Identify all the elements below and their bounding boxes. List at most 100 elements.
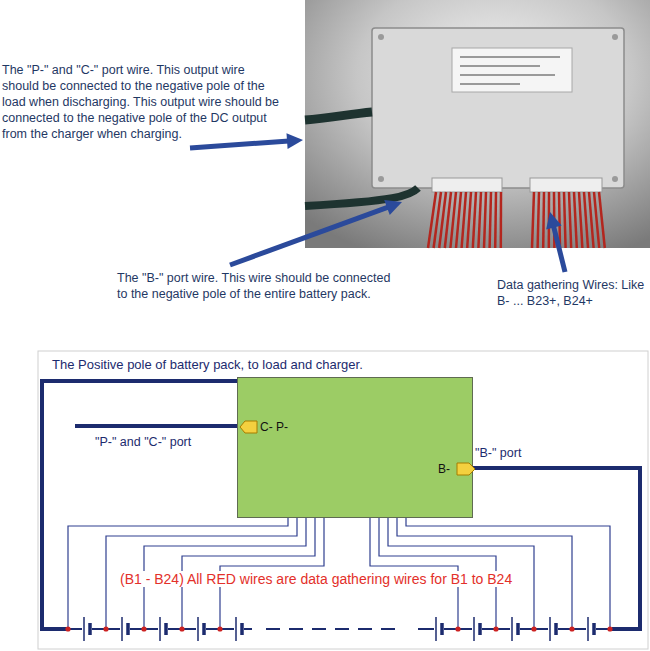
cell-gap (120, 616, 130, 642)
callout-arrow (190, 141, 289, 148)
port-connector (240, 421, 257, 433)
battery-cell-plate (88, 623, 92, 635)
cell-gap (586, 616, 596, 642)
callout-note: Data gathering Wires: Like B- ... B23+, … (497, 277, 647, 309)
battery-cell-plate (121, 617, 123, 641)
red-wire (473, 192, 476, 248)
red-wire (462, 192, 466, 248)
red-wire (569, 192, 571, 248)
junction-dot (531, 626, 536, 631)
screw (378, 34, 384, 40)
junction-dot (607, 626, 612, 631)
port-label: "B-" port (475, 445, 521, 461)
callout-arrowhead (286, 133, 303, 149)
port-connectors (238, 378, 474, 519)
battery-cell-plate (126, 623, 130, 635)
battery-cell-plate (440, 623, 444, 635)
red-wire (564, 192, 566, 248)
schematic (42, 133, 640, 642)
sticker (452, 48, 572, 92)
cell-gap (234, 616, 244, 642)
callout-note: The "P-" and "C-" port wire. This output… (2, 62, 282, 142)
callout-note: The "B-" port wire. This wire should be … (117, 270, 392, 302)
red-wire (484, 192, 486, 248)
cell-gap (82, 616, 92, 642)
p-c-cable (305, 112, 372, 120)
port-name: B- (438, 462, 450, 476)
screw (378, 176, 384, 182)
red-wire (584, 192, 588, 248)
red-wire (500, 192, 503, 248)
red-wire (467, 192, 471, 248)
battery-cell-plate (164, 623, 168, 635)
battery-cell-plate (235, 617, 237, 641)
junction-dot (493, 626, 498, 631)
red-wire (456, 192, 461, 248)
wire-label: The Positive pole of battery pack, to lo… (52, 357, 363, 373)
b-wire (472, 468, 640, 629)
cell-gap (196, 616, 206, 642)
cell-gap (472, 616, 482, 642)
red-wire (542, 192, 545, 248)
battery-cell-plate (554, 623, 558, 635)
battery-cell-plate (473, 617, 475, 641)
red-wire (574, 192, 577, 248)
battery-cell-plate (511, 617, 513, 641)
battery-cell-plate (202, 623, 206, 635)
wire-connector (530, 178, 602, 192)
note-text: (B1 - B24) All RED wires are data gather… (117, 571, 515, 587)
red-wire (589, 192, 594, 248)
cell-gap (434, 616, 444, 642)
bms-plate (372, 28, 624, 188)
sticker-line (460, 65, 540, 67)
battery-cell-plate (549, 617, 551, 641)
sticker-line (460, 56, 560, 58)
red-wire (594, 192, 599, 248)
screw (612, 176, 618, 182)
cell-gap (158, 616, 168, 642)
junction-dot (103, 626, 108, 631)
junction-dot (455, 626, 460, 631)
battery-cell-plate (83, 617, 85, 641)
callout-arrow (230, 207, 389, 265)
junction-dot (141, 626, 146, 631)
cell-gap (548, 616, 558, 642)
red-wire (599, 192, 605, 248)
p-c-wire (75, 424, 240, 428)
battery-cell-plate (159, 617, 161, 641)
b-cable (305, 188, 418, 206)
red-wire (478, 192, 481, 248)
cell-gap (510, 616, 520, 642)
callout-arrowhead (384, 200, 402, 215)
port-label: "P-" and "C-" port (95, 434, 191, 450)
port-name: C- P- (260, 420, 288, 434)
battery-cell-plate (197, 617, 199, 641)
screw (612, 34, 618, 40)
bms-board: C- P- B- (237, 377, 473, 518)
red-wire (579, 192, 582, 248)
sticker-line (460, 83, 520, 85)
battery-cell-plate (240, 623, 244, 635)
battery-cell-plate (516, 623, 520, 635)
battery-cell-plate (587, 617, 589, 641)
junction-dot (569, 626, 574, 631)
sticker-line (460, 74, 555, 76)
callout-arrowhead (546, 212, 562, 229)
wire-connector (432, 178, 502, 192)
red-wire (538, 192, 539, 248)
port-connector (457, 463, 475, 475)
red-wire (532, 192, 534, 248)
battery-cell-plate (592, 623, 596, 635)
red-wire (490, 192, 491, 248)
dashed-chain (266, 628, 404, 630)
red-wire (494, 192, 497, 248)
positive-wire (42, 381, 237, 629)
battery-cell-plate (478, 623, 482, 635)
junction-dot (217, 626, 222, 631)
diagram-frame (38, 351, 648, 649)
junction-dot (179, 626, 184, 631)
red-wire (450, 192, 456, 248)
photo-background (305, 0, 650, 248)
callout-arrow (553, 226, 565, 272)
